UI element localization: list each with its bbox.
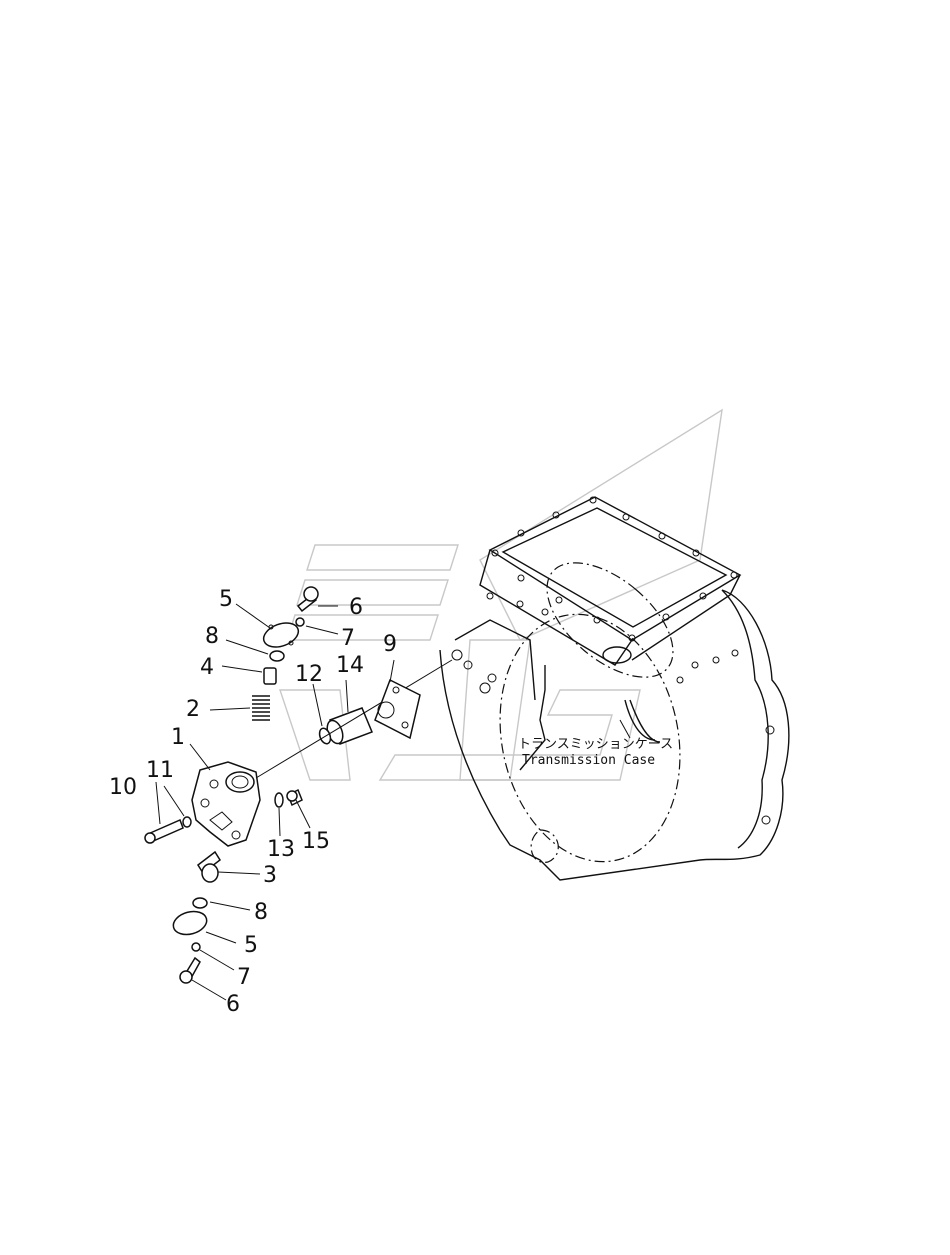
case-label-japanese: トランスミッションケース [518,737,673,752]
callout-13: 13 [267,837,295,862]
case-label-group: トランスミッションケース Transmission Case [518,719,673,768]
upper-parts [252,586,319,721]
callout-10: 10 [109,775,137,800]
plate-9 [374,678,421,740]
callout-8-upper: 8 [205,624,219,649]
pipe-assembly [255,659,453,779]
callout-5-upper: 5 [219,587,233,612]
left-bolt [144,816,192,844]
flange-bolt-holes [491,496,738,642]
transmission-case [439,496,790,881]
callout-7-lower: 7 [237,965,251,990]
callout-12: 12 [295,662,323,687]
plug-assembly [274,788,303,808]
lower-parts [172,850,221,984]
callout-5-lower: 5 [244,933,258,958]
watermark-logo [279,408,723,781]
callout-9: 9 [383,632,397,657]
callout-3: 3 [263,863,277,888]
callout-15: 15 [302,829,330,854]
callout-4: 4 [200,655,214,680]
callout-6-upper: 6 [349,595,363,620]
callout-7-upper: 7 [341,626,355,651]
case-holes [451,592,775,825]
callout-8-lower: 8 [254,900,268,925]
callout-11: 11 [146,758,174,783]
callout-14: 14 [336,653,364,678]
callout-6-lower: 6 [226,992,240,1017]
callout-1: 1 [171,725,185,750]
leader-lines [155,603,395,1001]
callout-numbers: 1 2 3 4 5 6 7 8 9 10 11 12 13 14 15 8 5 … [109,587,397,1017]
callout-2: 2 [186,697,200,722]
valve-body [191,761,261,847]
case-label-english: Transmission Case [522,753,655,768]
